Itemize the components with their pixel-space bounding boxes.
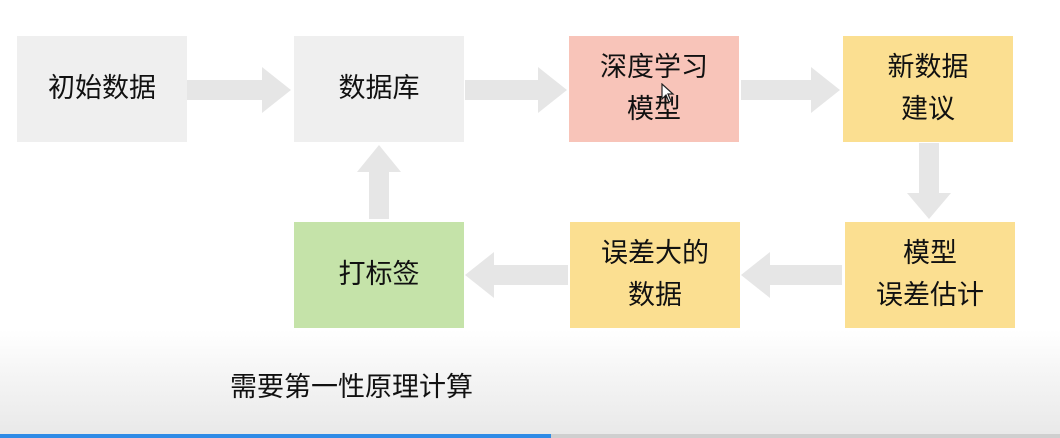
node-database-label: 数据库: [338, 73, 420, 104]
caption-first-principles: 需要第一性原理计算: [230, 372, 473, 403]
node-initial-data: 初始数据: [17, 36, 187, 142]
arrow-model-to-suggestion: [741, 67, 840, 113]
arrow-suggestion-to-error-estimation: [907, 143, 951, 219]
node-high-error-data: 误差大的 数据: [570, 222, 740, 328]
node-labeling-label: 打标签: [338, 259, 420, 290]
mouse-cursor-icon: [661, 83, 675, 103]
node-new-data-suggestion: 新数据 建议: [843, 36, 1013, 142]
arrow-database-to-model: [465, 67, 567, 113]
node-model-error-estimation: 模型 误差估计: [845, 222, 1015, 328]
node-deep-learning-model-label: 深度学习 模型: [600, 52, 708, 125]
node-initial-data-label: 初始数据: [48, 73, 156, 104]
arrow-labeling-to-database: [357, 145, 401, 219]
node-new-data-suggestion-label: 新数据 建议: [887, 52, 969, 125]
arrow-error-estimation-to-high-error: [741, 252, 842, 298]
node-deep-learning-model: 深度学习 模型: [569, 36, 739, 142]
node-labeling: 打标签: [294, 222, 464, 328]
video-progress-fill: [0, 434, 552, 438]
bottom-gradient-band: [0, 330, 1060, 438]
arrow-high-error-to-labeling: [465, 252, 568, 298]
node-high-error-data-label: 误差大的 数据: [601, 238, 709, 311]
node-database: 数据库: [294, 36, 464, 142]
arrow-initial-to-database: [187, 67, 291, 113]
video-progress-bar[interactable]: [0, 434, 1060, 438]
node-model-error-estimation-label: 模型 误差估计: [876, 238, 984, 311]
